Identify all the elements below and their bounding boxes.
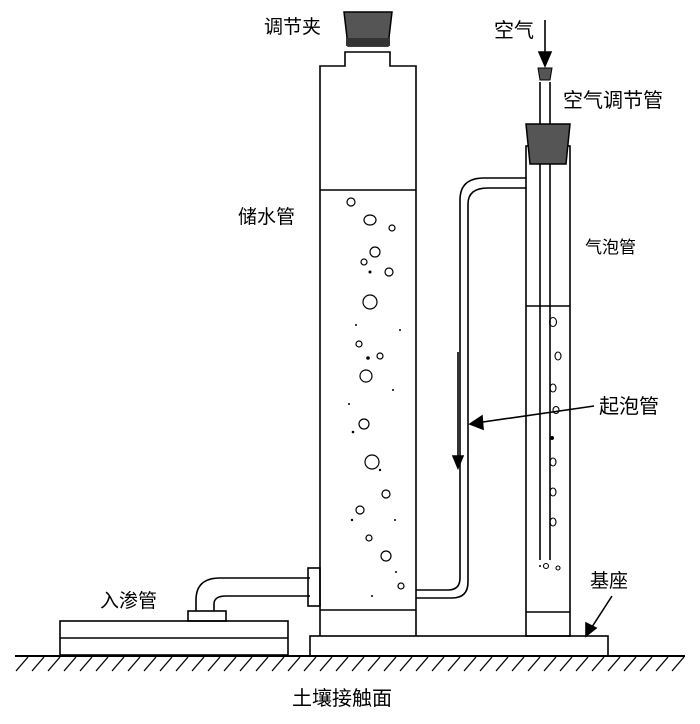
- base-leader: [589, 595, 613, 631]
- reservoir-bubbles: [346, 197, 405, 590]
- reservoir-dots: [348, 270, 401, 597]
- label-reservoir: 储水管: [238, 206, 296, 228]
- air-tube-stopper: [525, 123, 571, 165]
- chamber-bubbles: [542, 316, 562, 571]
- reservoir-tube: [319, 51, 417, 636]
- disc-connector: [187, 610, 227, 622]
- bubble-tube-pipe: [416, 177, 526, 591]
- label-base: 基座: [590, 570, 629, 592]
- label-air: 空气: [494, 18, 534, 42]
- ground-hatching: [15, 656, 685, 672]
- label-soil-interface: 土壤接触面: [292, 686, 392, 710]
- infiltration-pipe: [195, 577, 310, 611]
- label-clamp: 调节夹: [264, 16, 322, 38]
- air-tube-cap: [537, 67, 553, 81]
- label-air-tube: 空气调节管: [563, 88, 663, 112]
- side-fitting: [307, 567, 321, 607]
- bubble-chamber: [525, 145, 571, 637]
- label-bubble-chamber: 气泡管: [585, 238, 636, 258]
- base-plate: [309, 635, 609, 657]
- label-bubble-tube: 起泡管: [599, 394, 659, 418]
- bubble-tube-leader: [475, 405, 595, 424]
- label-infiltration-tube: 入渗管: [100, 590, 158, 612]
